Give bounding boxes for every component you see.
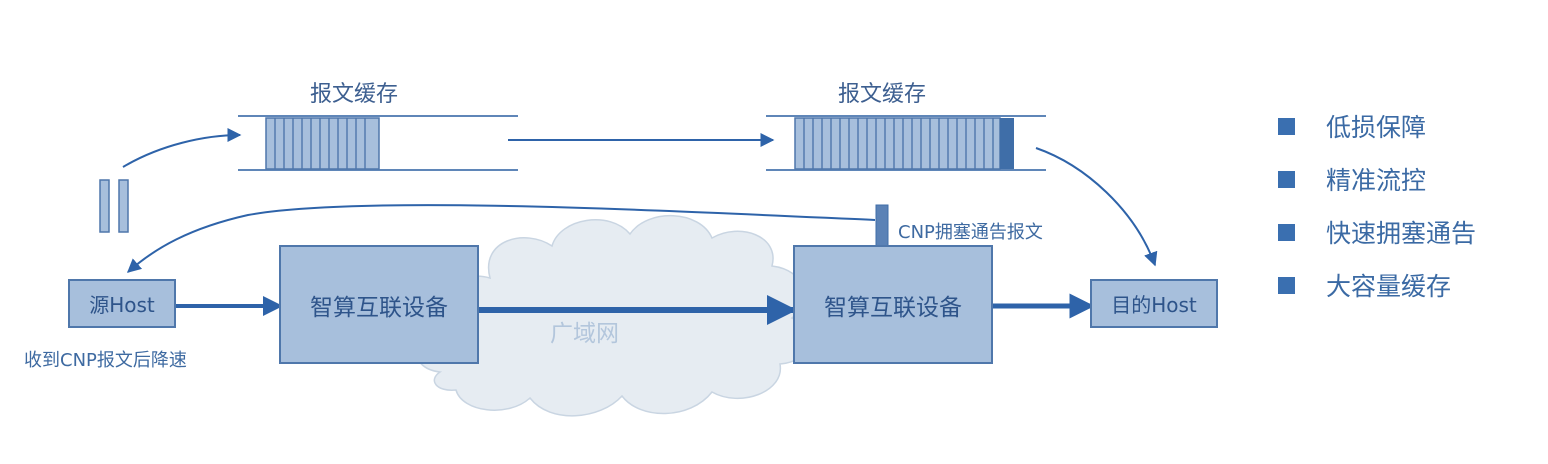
legend-item-flow-control: 精准流控	[1278, 161, 1426, 197]
buffer-right	[766, 115, 1046, 171]
legend-item-large-buffer: 大容量缓存	[1278, 267, 1451, 303]
dequeue-curve-arrow	[1035, 147, 1158, 267]
buffer-right-packets	[803, 118, 994, 169]
legend-item-low-loss: 低损保障	[1278, 108, 1426, 144]
destination-host-node: 目的Host	[1090, 279, 1218, 328]
legend-label: 快速拥塞通告	[1326, 219, 1477, 248]
source-slowdown-note: 收到CNP报文后降速	[24, 350, 187, 371]
cnp-label: CNP拥塞通告报文	[898, 222, 1043, 243]
outgoing-packets	[99, 179, 129, 233]
enqueue-curve-arrow	[122, 128, 242, 168]
buffer-left	[238, 115, 518, 171]
legend-item-congestion-notify: 快速拥塞通告	[1278, 214, 1476, 250]
device-left-node: 智算互联设备	[279, 245, 479, 364]
legend-bullet	[1278, 276, 1295, 294]
buffer-left-packets	[274, 118, 366, 169]
buffer-left-title: 报文缓存	[310, 82, 399, 107]
cnp-feedback-arrow	[126, 204, 876, 273]
legend-label: 精准流控	[1326, 166, 1427, 195]
wan-label: 广域网	[550, 321, 619, 347]
legend-bullet	[1278, 117, 1295, 135]
wan-cloud	[415, 214, 810, 417]
legend-label: 低损保障	[1326, 113, 1427, 142]
buffer-right-title: 报文缓存	[838, 82, 927, 107]
legend-bullet	[1278, 170, 1295, 188]
legend-label: 大容量缓存	[1326, 272, 1452, 301]
source-host-node: 源Host	[68, 279, 176, 328]
legend-bullet	[1278, 223, 1295, 241]
device-right-node: 智算互联设备	[793, 245, 993, 364]
